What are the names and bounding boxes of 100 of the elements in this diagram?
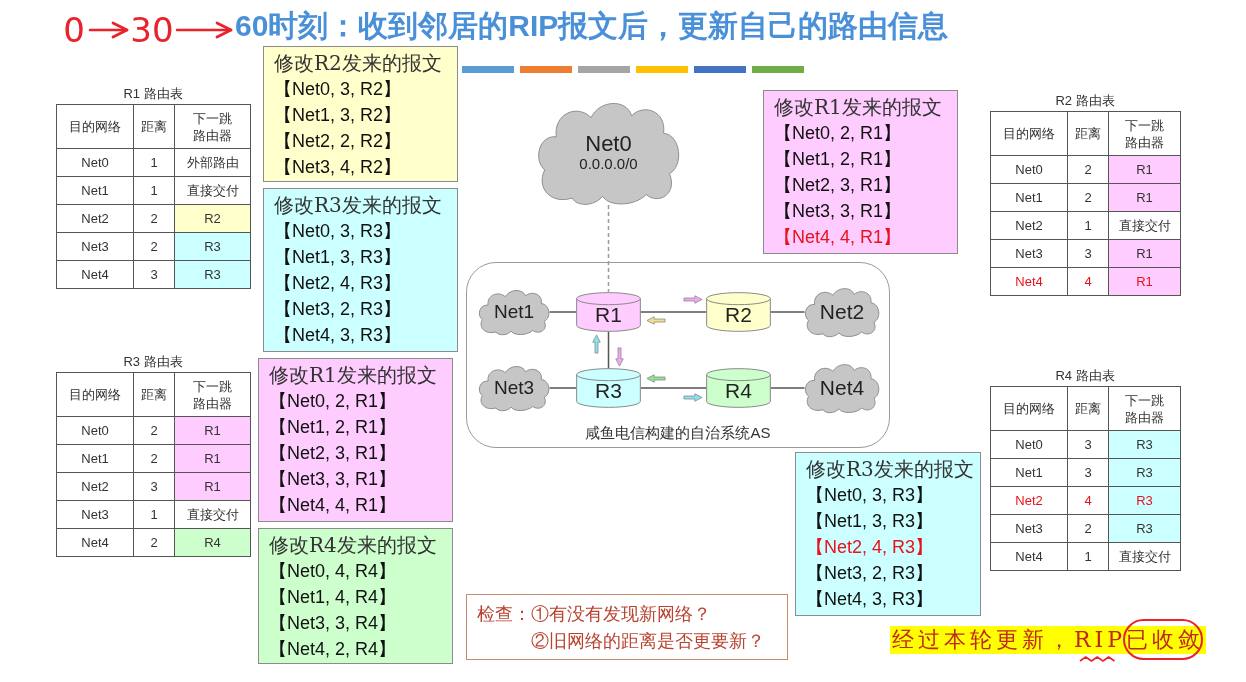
table-cell: Net2: [990, 486, 1068, 515]
route-entry: 【Net3, 2, R3】: [274, 298, 402, 321]
route-entry: 【Net2, 3, R1】: [269, 442, 397, 465]
table-cell: Net3: [990, 239, 1068, 268]
router-cylinder: [576, 368, 641, 408]
table-cell: 2: [133, 528, 175, 557]
router-cylinder: [706, 368, 771, 408]
network-cloud: [478, 289, 550, 335]
table-cell: 3: [1067, 430, 1109, 459]
message-box: [263, 46, 458, 182]
table-cell: R1: [1108, 183, 1181, 212]
route-entry: 【Net1, 3, R2】: [274, 104, 402, 127]
table-cell: 2: [133, 416, 175, 445]
route-entry: 【Net3, 3, R4】: [269, 612, 397, 635]
message-title: 修改R4发来的报文: [269, 532, 437, 558]
checklist-panel: [466, 594, 788, 660]
column-header: 目的网络: [56, 372, 134, 417]
route-entry: 【Net0, 3, R3】: [274, 220, 402, 243]
link-line: [770, 387, 805, 389]
router-name: R2: [725, 303, 752, 327]
table-cell: R3: [174, 232, 251, 261]
table-cell: Net1: [56, 444, 134, 473]
network-cloud: [804, 287, 880, 337]
table-title: R4 路由表: [1055, 368, 1115, 384]
table-cell: R3: [1108, 458, 1181, 487]
table-cell: R1: [1108, 239, 1181, 268]
table-cell: 直接交付: [174, 176, 251, 205]
message-title: 修改R3发来的报文: [806, 456, 974, 482]
table-cell: Net0: [990, 430, 1068, 459]
message-box: [258, 528, 453, 664]
table-cell: 2: [133, 444, 175, 473]
handwritten-number: 0: [58, 6, 90, 54]
table-cell: 直接交付: [1108, 542, 1181, 571]
route-entry: 【Net2, 3, R1】: [774, 174, 902, 197]
table-cell: 2: [1067, 183, 1109, 212]
message-box: [795, 452, 981, 616]
table-cell: R1: [174, 444, 251, 473]
table-cell: 2: [133, 232, 175, 261]
network-cloud: [804, 363, 880, 413]
link-line: [640, 311, 707, 313]
table-cell: 3: [133, 472, 175, 501]
table-title: R3 路由表: [123, 354, 183, 370]
router-cylinder: [706, 292, 771, 332]
table-cell: 1: [1067, 542, 1109, 571]
table-cell: Net3: [56, 232, 134, 261]
route-entry: 【Net1, 3, R3】: [274, 246, 402, 269]
dashed-line: [607, 204, 610, 293]
network-name: Net2: [819, 300, 865, 324]
table-cell: Net1: [990, 183, 1068, 212]
message-title: 修改R3发来的报文: [274, 192, 442, 218]
column-header: 下一跳路由器: [1108, 386, 1181, 431]
route-entry: 【Net4, 2, R4】: [269, 638, 397, 661]
route-entry: 【Net3, 3, R1】: [774, 200, 902, 223]
table-cell: R3: [1108, 430, 1181, 459]
table-cell: 2: [1067, 155, 1109, 184]
message-box: [263, 188, 458, 352]
highlighted-note: 经过本轮更新，RIP已收敛: [890, 626, 1207, 654]
column-header: 下一跳路由器: [1108, 111, 1181, 156]
message-title: 修改R1发来的报文: [774, 94, 942, 120]
check-question: ②旧网络的距离是否更要新？: [531, 629, 765, 653]
route-entry: 【Net1, 3, R3】: [806, 510, 934, 533]
table-cell: 2: [133, 204, 175, 233]
route-entry: 【Net3, 2, R3】: [806, 562, 934, 585]
route-entry: 【Net4, 3, R3】: [274, 324, 402, 347]
route-entry: 【Net0, 3, R2】: [274, 78, 402, 101]
table-cell: R1: [1108, 267, 1181, 296]
link-line: [607, 331, 610, 369]
table-cell: Net0: [56, 416, 134, 445]
handwritten-arrow: [175, 21, 233, 39]
table-cell: Net1: [56, 176, 134, 205]
column-header: 距离: [133, 372, 175, 417]
route-entry: 【Net4, 4, R1】: [269, 494, 397, 517]
route-entry: 【Net3, 3, R1】: [269, 468, 397, 491]
table-cell: 1: [133, 148, 175, 177]
table-cell: Net4: [56, 260, 134, 289]
message-box: [763, 90, 958, 254]
column-header: 距离: [133, 104, 175, 149]
table-cell: Net2: [56, 204, 134, 233]
table-cell: Net0: [56, 148, 134, 177]
table-cell: 4: [1067, 267, 1109, 296]
check-question: 检查：①有没有发现新网络？: [477, 602, 711, 626]
as-boundary: [466, 262, 890, 448]
table-cell: 外部路由: [174, 148, 251, 177]
table-cell: Net2: [56, 472, 134, 501]
route-entry: 【Net2, 2, R2】: [274, 130, 402, 153]
table-cell: 2: [1067, 514, 1109, 543]
network-name: Net1: [493, 301, 535, 323]
table-cell: R1: [1108, 155, 1181, 184]
table-cell: R2: [174, 204, 251, 233]
table-cell: Net4: [56, 528, 134, 557]
network-name: Net0: [585, 132, 632, 157]
router-cylinder: [576, 292, 641, 332]
network-name: Net4: [819, 376, 865, 400]
route-entry: 【Net1, 2, R1】: [269, 416, 397, 439]
table-cell: 3: [1067, 458, 1109, 487]
router-name: R3: [595, 379, 622, 403]
table-cell: 1: [1067, 211, 1109, 240]
route-entry: 【Net1, 2, R1】: [774, 148, 902, 171]
table-cell: 1: [133, 176, 175, 205]
table-cell: Net4: [990, 542, 1068, 571]
